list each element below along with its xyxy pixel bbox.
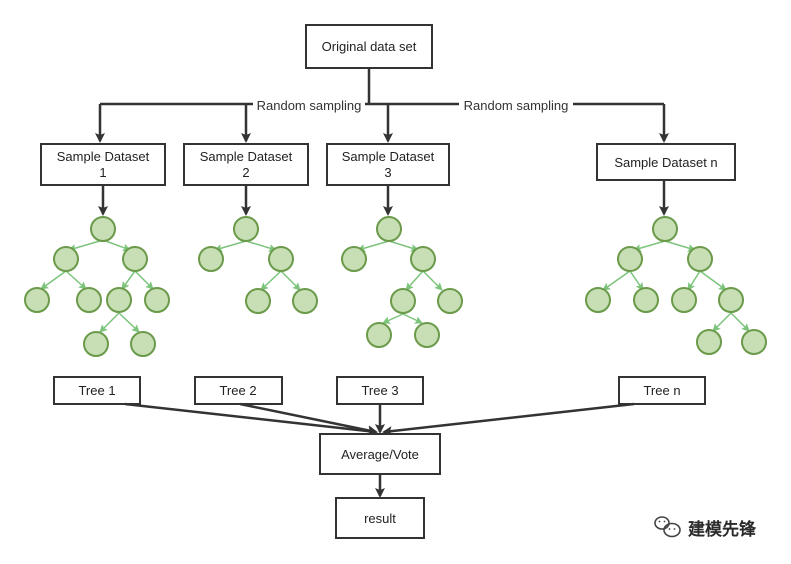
tree1-node <box>76 287 102 313</box>
sample-dataset-1-box: Sample Dataset 1 <box>40 143 166 186</box>
sample-dataset-2-label-line2: 2 <box>242 165 249 180</box>
sample-to-tree-arrows <box>98 180 669 216</box>
tree3-node <box>414 322 440 348</box>
tree1-node <box>53 246 79 272</box>
treen-node <box>617 246 643 272</box>
tree3-node <box>376 216 402 242</box>
tree1-node <box>24 287 50 313</box>
tree-2-box: Tree 2 <box>194 376 283 405</box>
sample-dataset-3-label-line2: 3 <box>384 165 391 180</box>
tree-1-box: Tree 1 <box>53 376 141 405</box>
sampling-connectors <box>95 68 669 143</box>
sample-dataset-n-box: Sample Dataset n <box>596 143 736 181</box>
tree2-node <box>245 288 271 314</box>
edge-label-random-sampling-right: Random sampling <box>464 98 569 113</box>
result-label: result <box>364 511 396 526</box>
treen-node <box>696 329 722 355</box>
tree2-node <box>268 246 294 272</box>
tree-1-label: Tree 1 <box>78 383 115 398</box>
tree-3-box: Tree 3 <box>336 376 424 405</box>
tree2-node <box>198 246 224 272</box>
average-vote-box: Average/Vote <box>319 433 441 475</box>
tree1-node <box>83 331 109 357</box>
average-vote-label: Average/Vote <box>341 447 419 462</box>
treen-node <box>585 287 611 313</box>
tree2-node <box>292 288 318 314</box>
tree-n-label: Tree n <box>643 383 680 398</box>
sample-dataset-n-label: Sample Dataset n <box>614 155 717 170</box>
original-data-set-box: Original data set <box>305 24 433 69</box>
tree1-node <box>130 331 156 357</box>
tree3-node <box>366 322 392 348</box>
tree1-node <box>90 216 116 242</box>
tree3-node <box>437 288 463 314</box>
treen-node <box>687 246 713 272</box>
tree-edges <box>40 239 750 333</box>
treen-node <box>633 287 659 313</box>
tree-2-label: Tree 2 <box>219 383 256 398</box>
treen-node <box>718 287 744 313</box>
edge-label-random-sampling-left: Random sampling <box>257 98 362 113</box>
tree-nodes <box>24 216 767 357</box>
sample-dataset-3-box: Sample Dataset 3 <box>326 143 450 186</box>
tree-to-aggregate-arrows <box>124 402 635 437</box>
sample-dataset-3-label-line1: Sample Dataset <box>342 149 435 164</box>
watermark-text: 建模先锋 <box>688 519 757 540</box>
tree1-node <box>144 287 170 313</box>
wechat-icon <box>654 516 681 538</box>
treen-node <box>652 216 678 242</box>
tree2-node <box>233 216 259 242</box>
tree1-node <box>106 287 132 313</box>
sample-dataset-2-box: Sample Dataset 2 <box>183 143 309 186</box>
original-data-set-label: Original data set <box>322 39 417 54</box>
tree-3-label: Tree 3 <box>361 383 398 398</box>
tree3-node <box>341 246 367 272</box>
tree3-node <box>410 246 436 272</box>
sample-dataset-1-label-line2: 1 <box>99 165 106 180</box>
tree-n-box: Tree n <box>618 376 706 405</box>
tree1-node <box>122 246 148 272</box>
result-box: result <box>335 497 425 539</box>
sample-dataset-2-label-line1: Sample Dataset <box>200 149 293 164</box>
tree3-node <box>390 288 416 314</box>
treen-node <box>741 329 767 355</box>
treen-node <box>671 287 697 313</box>
watermark: 建模先锋 <box>654 516 757 540</box>
sample-dataset-1-label-line1: Sample Dataset <box>57 149 150 164</box>
